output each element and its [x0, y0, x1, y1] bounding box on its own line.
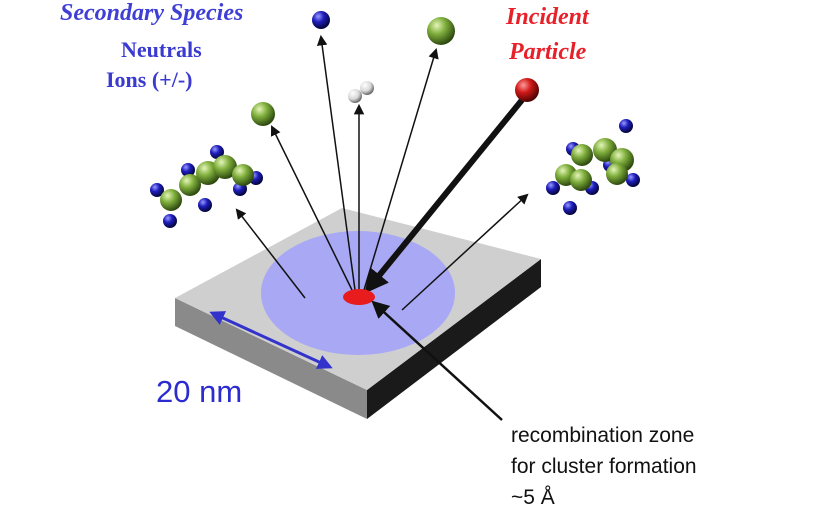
trajectories — [235, 34, 529, 311]
particle-label: Particle — [509, 39, 587, 65]
right-molecule-cluster — [546, 119, 640, 215]
incident-beam — [364, 98, 525, 294]
neutrals-label: Neutrals — [121, 37, 202, 62]
ion-particle-blue — [312, 11, 330, 29]
scale-arrow — [209, 311, 333, 369]
substrate-front-side — [367, 259, 541, 419]
left-molecule-cluster — [150, 145, 263, 228]
secondary-species-label: Secondary Species — [60, 0, 244, 26]
ions-label: Ions (+/-) — [106, 67, 193, 92]
recombination-pointer — [371, 300, 503, 421]
incident-label: Incident — [506, 4, 589, 30]
incident-particle — [515, 78, 539, 102]
recombination-zone-label: recombination zone — [511, 424, 695, 447]
trajectory-left-molecule — [235, 208, 306, 299]
zone-size-label: ~5 Å — [511, 486, 555, 509]
trajectory-right-molecule — [401, 193, 529, 311]
hydrogen-molecule — [348, 81, 374, 103]
cluster-formation-label: for cluster formation — [511, 455, 697, 478]
trajectory-neutral-right — [363, 47, 439, 291]
impact-point — [343, 289, 375, 305]
trajectory-ion-blue — [316, 34, 356, 291]
neutral-particle-green-small — [251, 102, 275, 126]
neutral-particle-green — [427, 17, 455, 45]
trajectory-neutral-green — [270, 125, 353, 291]
scale-label: 20 nm — [156, 374, 243, 409]
